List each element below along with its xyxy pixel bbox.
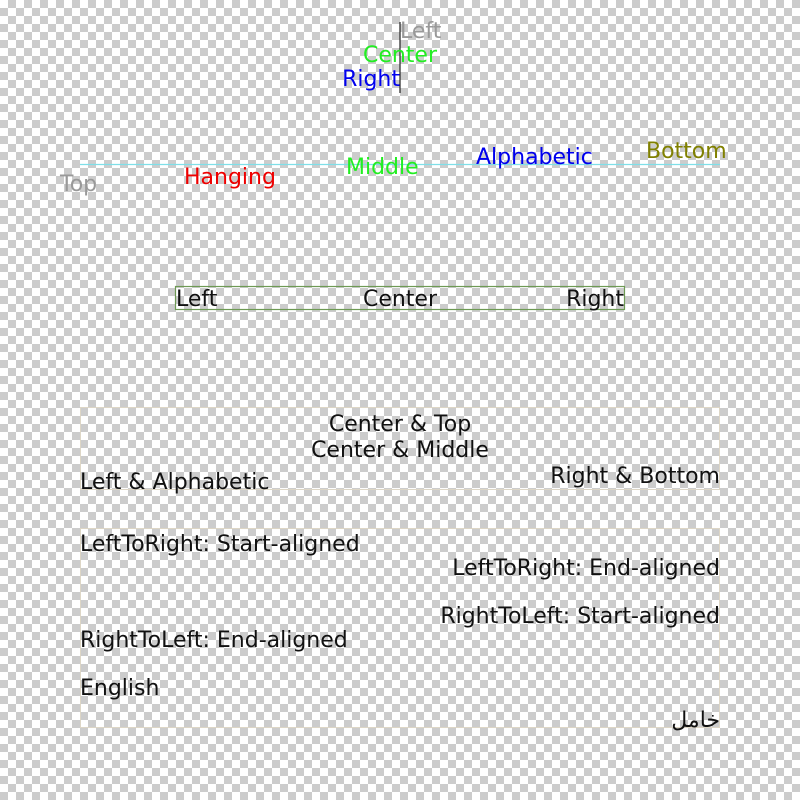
- rtl-start-label: RightToLeft: Start-aligned: [440, 604, 720, 629]
- baseline-alphabetic-label: Alphabetic: [476, 145, 593, 170]
- box-align-demo: Left Center Right: [174, 285, 626, 312]
- center-middle-label: Center & Middle: [311, 438, 489, 463]
- ltr-end-label: LeftToRight: End-aligned: [452, 556, 720, 581]
- center-top-label: Center & Top: [329, 412, 471, 437]
- baseline-align-demo: Top Hanging Middle Alphabetic Bottom: [59, 139, 727, 197]
- direction-align-demo: LeftToRight: Start-aligned LeftToRight: …: [80, 528, 720, 733]
- ltr-start-label: LeftToRight: Start-aligned: [80, 532, 360, 557]
- align-center-label: Center: [363, 43, 438, 68]
- align-left-label: Left: [400, 19, 442, 44]
- arabic-label: خامل: [671, 708, 720, 733]
- baseline-top-label: Top: [59, 172, 97, 197]
- direction-box-outline: [80, 528, 720, 728]
- align-right-label: Right: [342, 67, 400, 92]
- box-right-label: Right: [566, 287, 624, 312]
- combo-box-outline: [80, 407, 720, 490]
- left-alphabetic-label: Left & Alphabetic: [80, 470, 269, 495]
- baseline-bottom-label: Bottom: [646, 139, 727, 164]
- combo-align-demo: Center & Top Center & Middle Left & Alph…: [80, 407, 720, 495]
- box-center-label: Center: [363, 287, 438, 312]
- rtl-end-label: RightToLeft: End-aligned: [80, 628, 348, 653]
- right-bottom-label: Right & Bottom: [550, 464, 720, 489]
- english-label: English: [80, 676, 159, 701]
- baseline-middle-label: Middle: [346, 155, 419, 180]
- box-left-label: Left: [176, 287, 218, 312]
- horizontal-align-demo: Left Center Right: [342, 19, 442, 93]
- baseline-hanging-label: Hanging: [184, 165, 276, 190]
- box-outline: [174, 285, 626, 311]
